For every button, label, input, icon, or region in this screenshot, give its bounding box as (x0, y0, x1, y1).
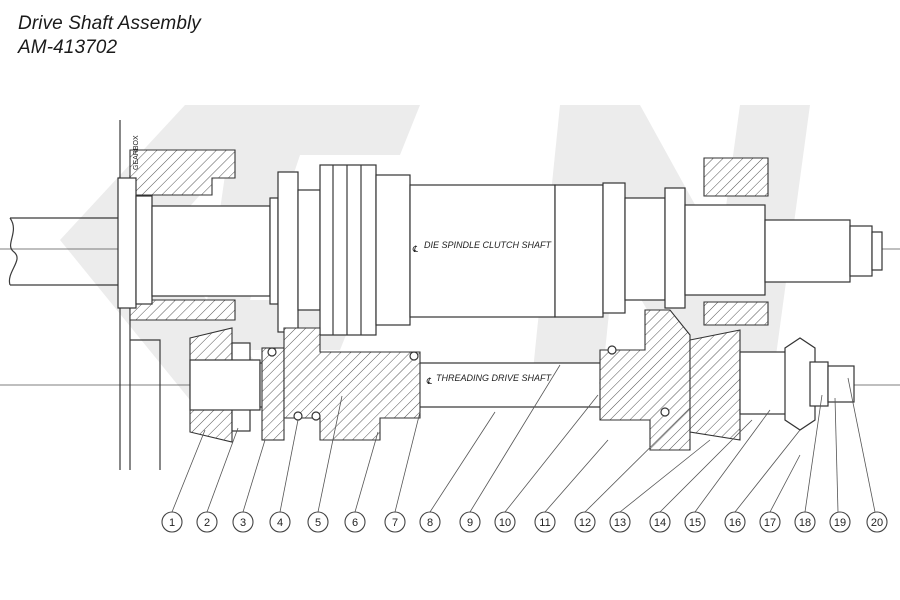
svg-text:9: 9 (467, 517, 473, 529)
callout-12: 12 (574, 511, 596, 533)
die-spindle-clutch-shaft: ℄ DIE SPINDLE CLUTCH SHAFT (8, 157, 883, 336)
svg-text:6: 6 (352, 517, 358, 529)
svg-text:12: 12 (579, 517, 591, 529)
callout-18: 18 (794, 511, 816, 533)
callout-11: 11 (534, 511, 556, 533)
svg-text:17: 17 (764, 517, 776, 529)
callout-9: 9 (459, 511, 481, 533)
part-number: AM-413702 (18, 37, 118, 58)
callout-7: 7 (384, 511, 406, 533)
svg-text:4: 4 (277, 517, 283, 529)
gearbox-label: GEARBOX (133, 135, 140, 170)
callout-15: 15 (684, 511, 706, 533)
svg-text:20: 20 (871, 517, 883, 529)
gearbox-housing (119, 120, 236, 470)
svg-text:3: 3 (240, 517, 246, 529)
svg-text:11: 11 (539, 517, 550, 529)
die-spindle-clutch-shaft-label: DIE SPINDLE CLUTCH SHAFT (424, 240, 553, 250)
threading-drive-shaft-label: THREADING DRIVE SHAFT (436, 373, 553, 383)
svg-text:2: 2 (204, 517, 210, 529)
svg-text:16: 16 (729, 517, 741, 529)
svg-text:18: 18 (799, 517, 811, 529)
leader-lines (171, 364, 876, 513)
centerline-mark-upper: ℄ (412, 244, 418, 254)
callout-20: 20 (866, 511, 888, 533)
callout-1: 1 (161, 511, 183, 533)
svg-text:8: 8 (427, 517, 433, 529)
title-block: Drive Shaft Assembly AM-413702 (18, 12, 201, 60)
svg-text:13: 13 (614, 517, 626, 529)
callout-3: 3 (232, 511, 254, 533)
drawing-title: Drive Shaft Assembly (18, 13, 201, 34)
callout-14: 14 (649, 511, 671, 533)
callout-2: 2 (196, 511, 218, 533)
svg-text:10: 10 (499, 517, 511, 529)
svg-text:19: 19 (834, 517, 846, 529)
callout-10: 10 (494, 511, 516, 533)
callout-19: 19 (829, 511, 851, 533)
callout-5: 5 (307, 511, 329, 533)
callout-17: 17 (759, 511, 781, 533)
svg-text:5: 5 (315, 517, 321, 529)
callout-13: 13 (609, 511, 631, 533)
centerline-mark-lower: ℄ (426, 376, 432, 386)
svg-text:14: 14 (654, 517, 666, 529)
svg-text:7: 7 (392, 517, 398, 529)
callout-8: 8 (419, 511, 441, 533)
callout-16: 16 (724, 511, 746, 533)
svg-text:1: 1 (169, 517, 175, 529)
svg-text:15: 15 (689, 517, 701, 529)
callouts: 1 2 3 4 5 6 7 8 9 10 11 12 13 14 15 16 1… (161, 511, 888, 533)
threading-drive-shaft: ℄ THREADING DRIVE SHAFT (189, 309, 855, 451)
callout-4: 4 (269, 511, 291, 533)
callout-6: 6 (344, 511, 366, 533)
